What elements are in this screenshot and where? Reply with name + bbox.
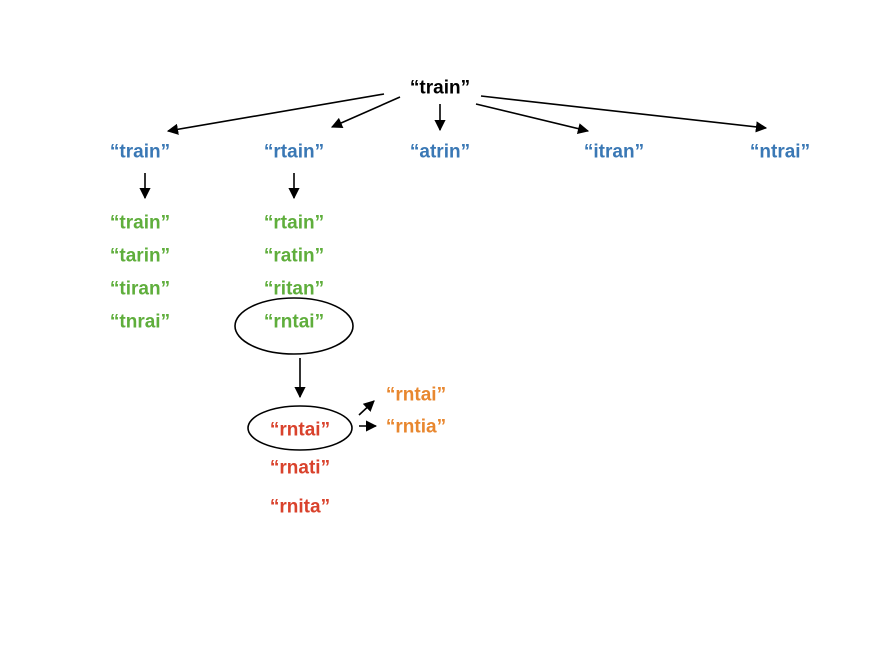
level1-node: “rtain” — [263, 141, 325, 163]
level3-node: “rnita” — [269, 496, 331, 518]
level1-node: “atrin” — [409, 141, 471, 163]
level2-node: “ratin” — [263, 245, 325, 267]
selected-level2-ellipse — [234, 297, 354, 355]
level2-node: “rntai” — [263, 311, 325, 333]
level2-node: “tarin” — [109, 245, 171, 267]
level2-node: “rtain” — [263, 212, 325, 234]
level3-node: “rnati” — [269, 457, 331, 479]
level1-node: “train” — [109, 141, 171, 163]
edge-root-to-level1 — [480, 95, 768, 133]
level2-node: “tiran” — [109, 278, 171, 300]
level2-node: “tnrai” — [109, 311, 171, 333]
level1-node: “itran” — [583, 141, 645, 163]
root-node: “train” — [409, 77, 471, 99]
level4-node: “rntai” — [385, 384, 447, 406]
level2-node: “ritan” — [263, 278, 325, 300]
level1-node: “ntrai” — [749, 141, 811, 163]
level4-node: “rntia” — [385, 416, 447, 438]
selected-level3-ellipse — [247, 405, 353, 451]
edge-root-to-level1 — [166, 93, 385, 135]
level3-node: “rntai” — [269, 419, 331, 441]
edge-level3-to-level4 — [358, 400, 375, 416]
edge-root-to-level1 — [330, 96, 401, 129]
edge-root-to-level1 — [475, 103, 590, 135]
level2-node: “train” — [109, 212, 171, 234]
